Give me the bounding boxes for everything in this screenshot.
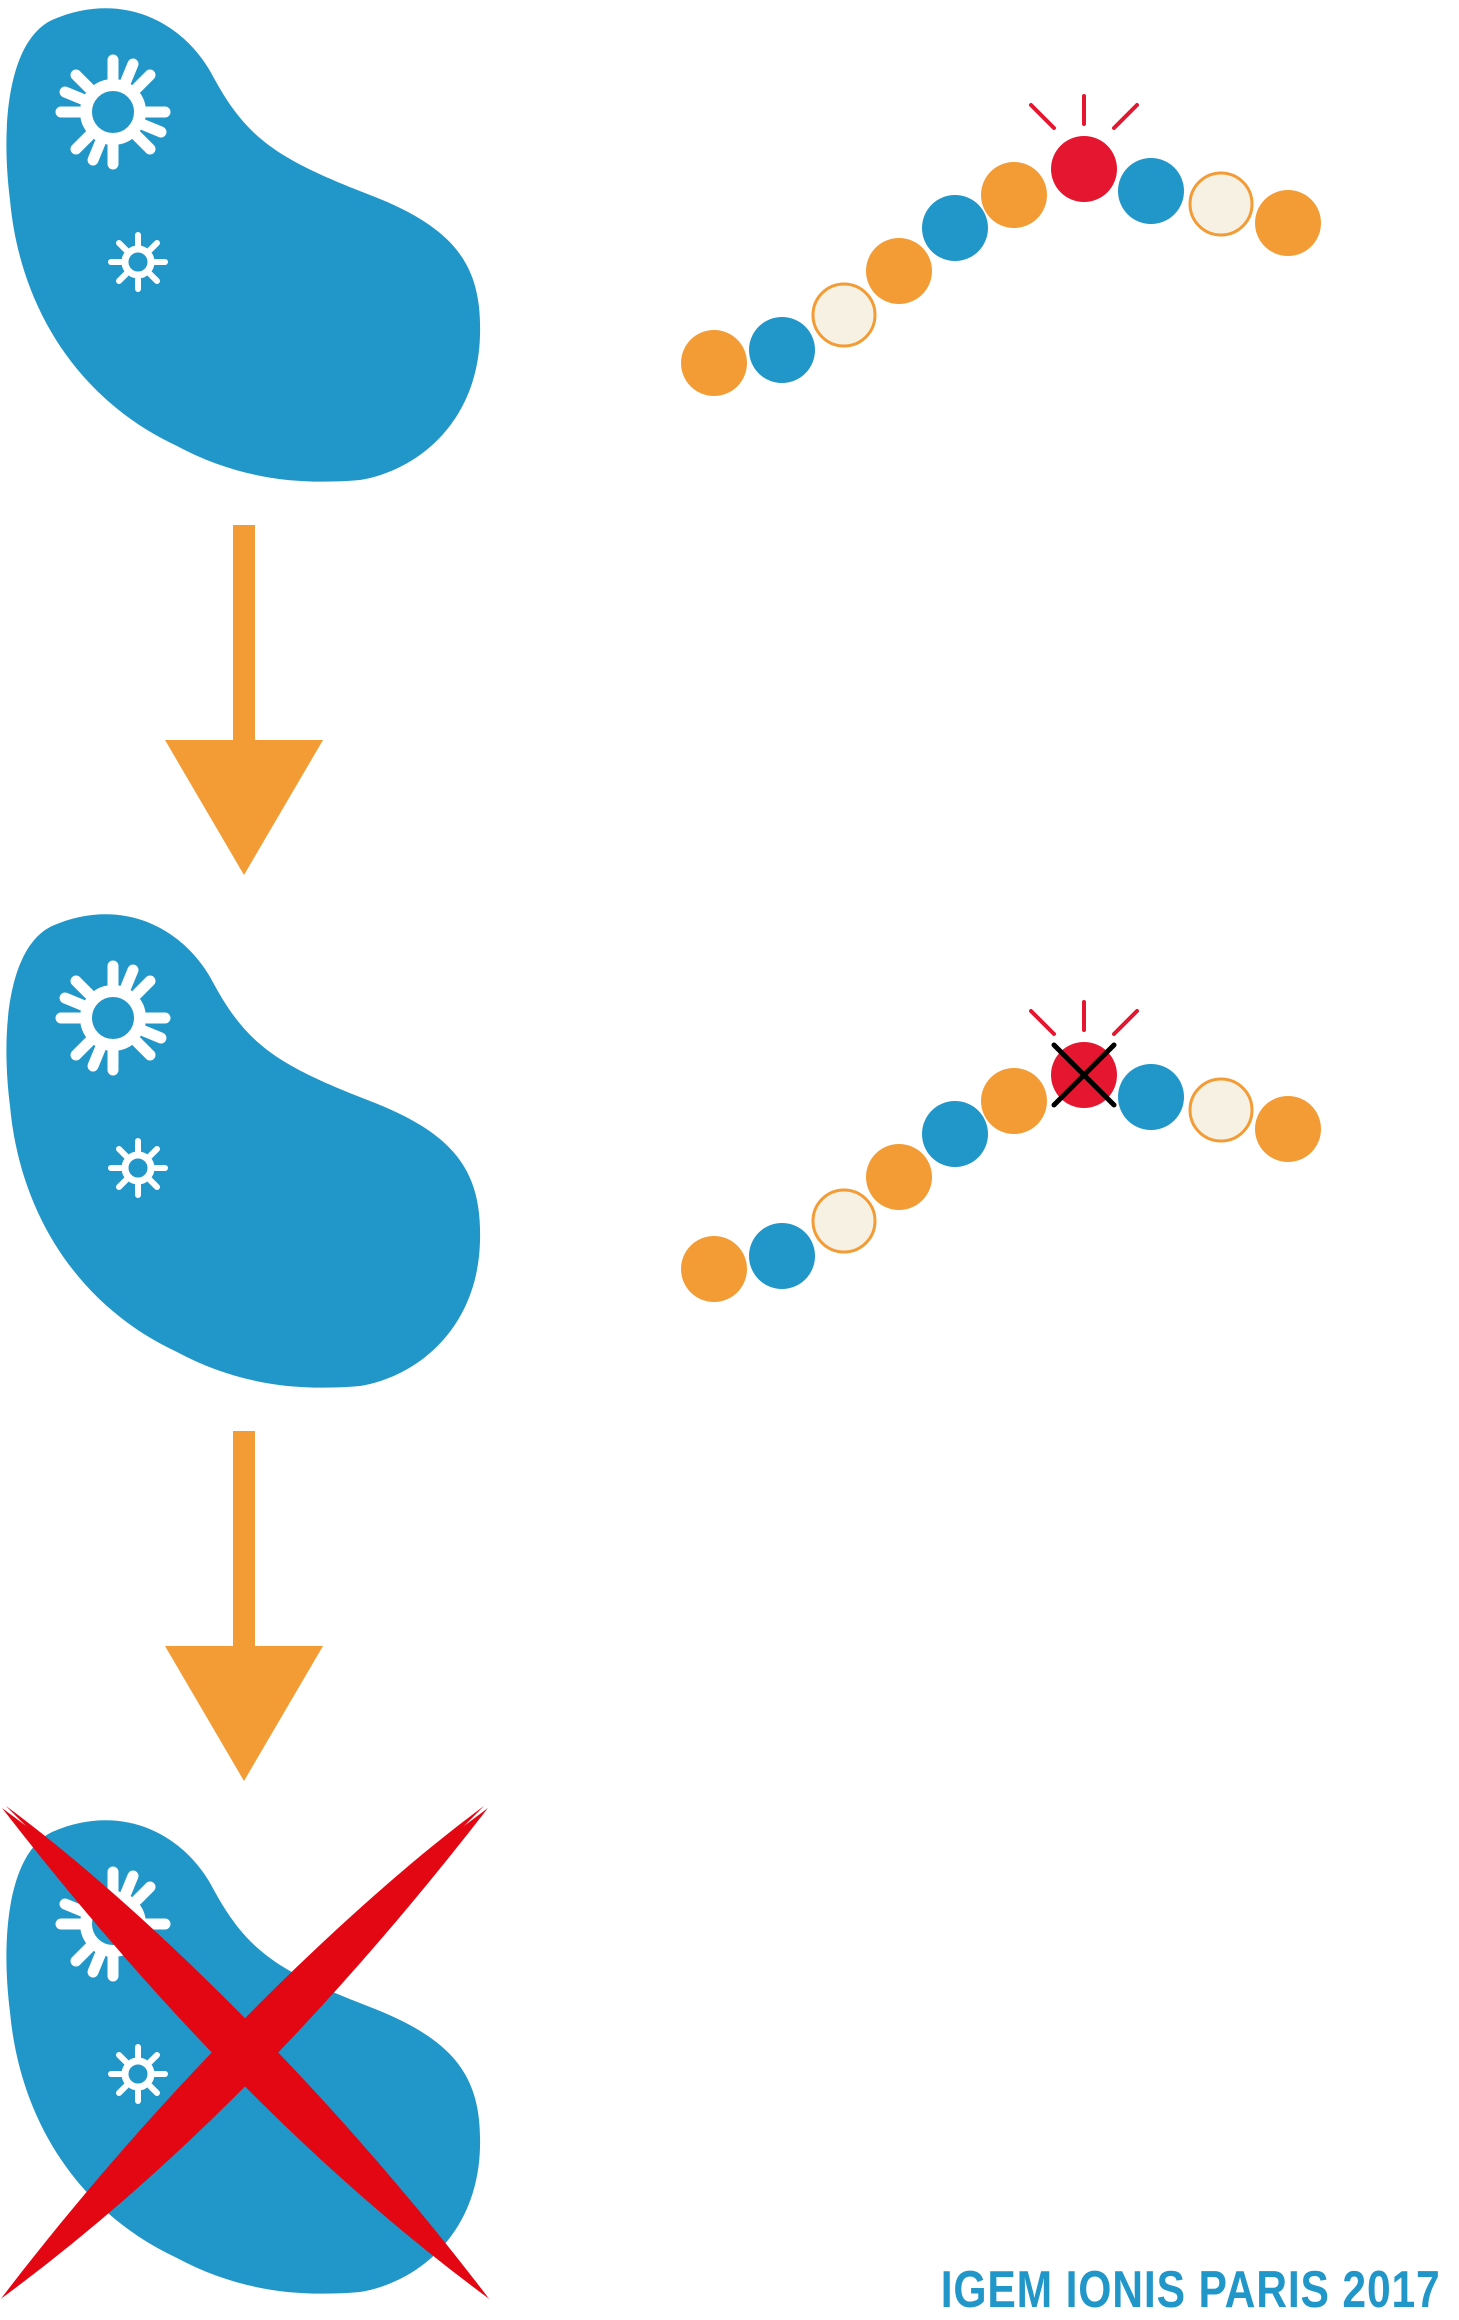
bead-orange [981,162,1047,228]
down-arrow-icon [165,525,323,875]
bead-blue [749,317,815,383]
down-arrow-icon [165,1431,323,1781]
bead-orange [681,1236,747,1302]
bead-orange [866,1144,932,1210]
bead-cream [811,282,877,348]
alert-rays-icon [1029,94,1139,130]
bead-blue [1118,1064,1184,1130]
bead-cream [1188,1077,1254,1143]
bead-orange [1255,1096,1321,1162]
bead-orange [981,1068,1047,1134]
bead-blue [922,1101,988,1167]
alert-rays-icon [1029,1000,1139,1036]
bead-cream [811,1188,877,1254]
cell-stage-2 [6,914,481,1388]
bead-cream [1188,171,1254,237]
bead-orange [866,238,932,304]
bead-blue [922,195,988,261]
red-x-icon [0,1806,490,2300]
bead-orange [1255,190,1321,256]
bead-blue [749,1223,815,1289]
bead-blue [1118,158,1184,224]
protein-chain-normal [681,94,1321,396]
protein-chain-mutated [681,1000,1321,1302]
bead-orange [681,330,747,396]
bead-red-highlighted [1051,136,1117,202]
credit-label: IGEM IONIS PARIS 2017 [941,2261,1441,2319]
black-x-icon [1051,1042,1117,1108]
cell-stage-1 [6,8,481,482]
